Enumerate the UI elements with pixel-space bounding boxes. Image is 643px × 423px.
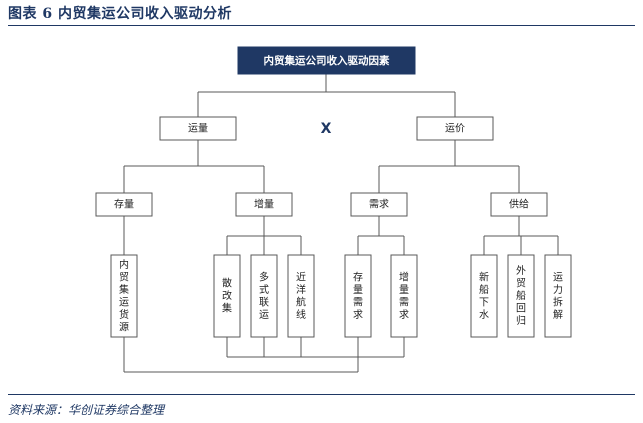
figure-title: 图表 6 内贸集运公司收入驱动分析 xyxy=(8,6,232,22)
source-rule xyxy=(8,394,635,395)
leaf-bulk-to-container: 散改集 xyxy=(213,254,241,338)
leaf-domestic-cargo-label: 内贸集运货源 xyxy=(119,257,129,333)
leaf-new-ships: 新船下水 xyxy=(470,254,498,338)
node-demand: 需求 xyxy=(350,192,408,217)
node-stock-label: 存量 xyxy=(114,198,134,211)
root-node: 内贸集运公司收入驱动因素 xyxy=(237,46,416,75)
leaf-new-ships-label: 新船下水 xyxy=(479,270,489,321)
title-rule xyxy=(8,25,635,26)
node-increment-label: 增量 xyxy=(254,198,274,211)
source-note: 资料来源：华创证券综合整理 xyxy=(8,403,165,417)
leaf-foreign-ships-return: 外贸船回归 xyxy=(507,254,535,338)
connector-feedback xyxy=(123,337,405,373)
node-volume-label: 运量 xyxy=(188,123,208,135)
leaf-capacity-scrapping: 运力拆解 xyxy=(544,254,572,338)
leaf-capacity-scrapping-label: 运力拆解 xyxy=(553,271,563,321)
node-demand-label: 需求 xyxy=(369,199,389,211)
leaf-stock-demand: 存量需求 xyxy=(344,254,372,338)
leaf-bulk-to-container-label: 散改集 xyxy=(222,276,232,314)
connector-increment xyxy=(226,216,302,255)
leaf-ocean-shift-label: 近洋航线 xyxy=(296,270,306,321)
leaf-multimodal: 多式联运 xyxy=(250,254,278,338)
node-supply: 供给 xyxy=(490,192,548,217)
node-supply-label: 供给 xyxy=(509,198,529,211)
connector-price xyxy=(378,140,520,193)
leaf-ocean-shift: 近洋航线 xyxy=(287,254,315,338)
root-label: 内贸集运公司收入驱动因素 xyxy=(264,54,390,67)
connector-volume xyxy=(123,140,265,193)
node-price: 运价 xyxy=(416,116,494,141)
leaf-incremental-demand-label: 增量需求 xyxy=(399,270,409,321)
connectors xyxy=(123,74,559,373)
leaf-domestic-cargo: 内贸集运货源 xyxy=(110,254,138,338)
node-stock: 存量 xyxy=(95,192,153,217)
leaf-stock-demand-label: 存量需求 xyxy=(353,270,363,321)
node-price-label: 运价 xyxy=(445,123,465,135)
node-increment: 增量 xyxy=(235,192,293,217)
leaf-incremental-demand: 增量需求 xyxy=(390,254,418,338)
connector-demand xyxy=(357,216,405,255)
connector-supply xyxy=(483,216,559,255)
connector-root xyxy=(197,74,456,117)
multiply-operator: X xyxy=(321,121,332,137)
node-volume: 运量 xyxy=(159,116,237,141)
leaf-foreign-ships-return-label: 外贸船回归 xyxy=(516,265,526,327)
leaf-multimodal-label: 多式联运 xyxy=(259,270,269,321)
